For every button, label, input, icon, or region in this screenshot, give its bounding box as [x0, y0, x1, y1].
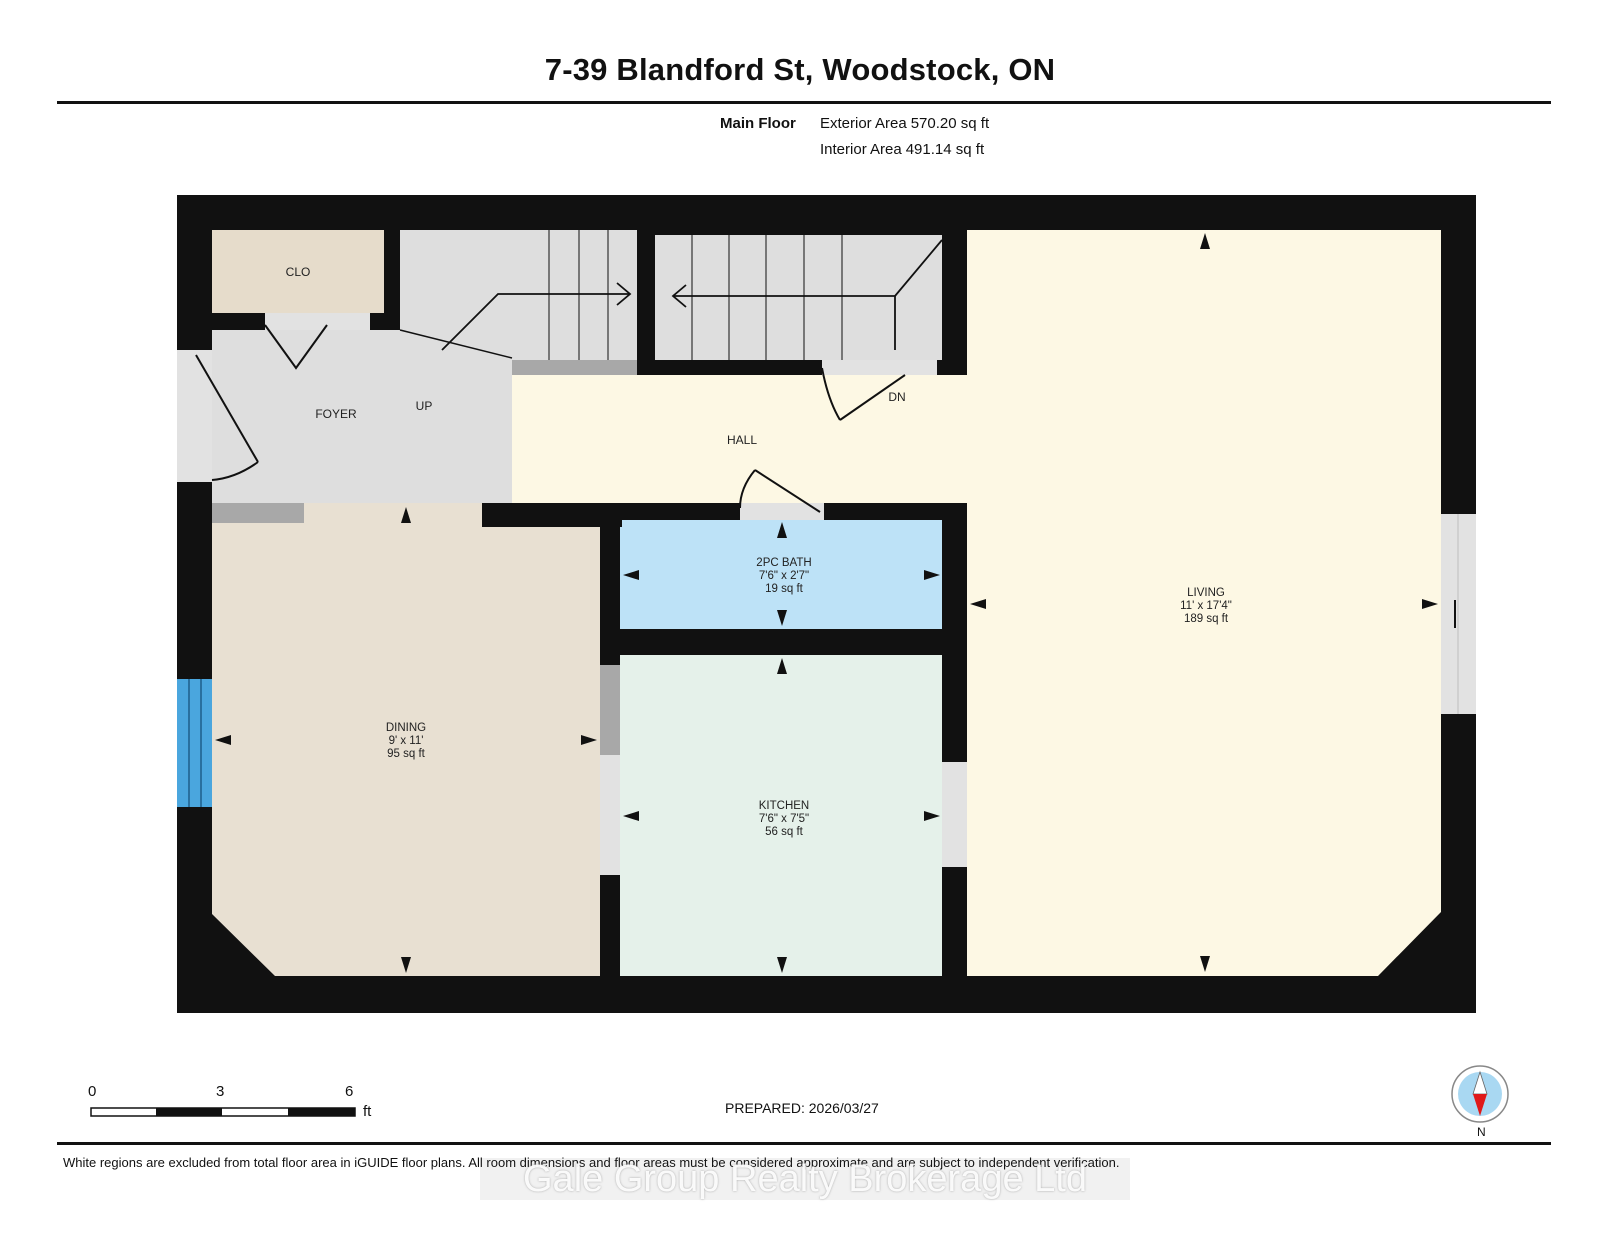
- wall-clo-right: [384, 230, 400, 330]
- entry-door-opening: [177, 350, 212, 482]
- up-label: UP: [416, 399, 433, 413]
- clo-door-swing: [264, 324, 328, 370]
- wall-bath-kitchen: [620, 629, 942, 655]
- bath-area: 19 sq ft: [765, 583, 804, 595]
- room-dining: [212, 503, 600, 976]
- wall-dining-top: [482, 503, 622, 527]
- clo-label: CLO: [286, 265, 311, 279]
- dining-kitchen-rail: [600, 665, 620, 755]
- watermark: Gale Group Realty Brokerage Ltd: [480, 1158, 1130, 1200]
- hall-label: HALL: [727, 433, 757, 447]
- bath-name: 2PC BATH: [756, 557, 811, 569]
- foyer-label: FOYER: [315, 407, 357, 421]
- stair-edge-line: [399, 329, 513, 359]
- dining-area: 95 sq ft: [387, 748, 426, 760]
- bath-door-opening: [740, 503, 824, 520]
- kitchen-name: KITCHEN: [759, 800, 809, 812]
- kitchen-living-opening: [942, 762, 967, 867]
- stair-rail-up: [512, 360, 637, 375]
- foyer-rail: [212, 503, 304, 523]
- stairs-down-area: [655, 235, 942, 360]
- scale-bar: [90, 1107, 356, 1117]
- scale-tick-3: 3: [216, 1083, 225, 1100]
- room-foyer: [212, 230, 637, 503]
- clo-door-opening: [265, 313, 370, 330]
- plan-title: 7-39 Blandford St, Woodstock, ON: [544, 52, 1056, 87]
- dining-kitchen-opening: [600, 755, 620, 875]
- wall-stairs-right: [942, 230, 967, 375]
- scale-unit: ft: [363, 1103, 372, 1120]
- entry-door-arc: [211, 461, 259, 481]
- dining-dims: 9' x 11': [389, 735, 424, 747]
- dimension-arrows: [215, 233, 1438, 973]
- header-rule: [57, 101, 1551, 104]
- prepared-date: PREPARED: 2026/03/27: [725, 1100, 879, 1116]
- stair-door-opening: [822, 360, 937, 375]
- wall-bath-top: [824, 503, 967, 520]
- kitchen-area: 56 sq ft: [765, 826, 804, 838]
- stairs-up-arrow: [441, 282, 632, 351]
- compass-icon: [1451, 1065, 1509, 1123]
- living-name: LIVING: [1187, 587, 1225, 599]
- bath-door-leaf: [754, 469, 821, 513]
- scale-tick-0: 0: [88, 1083, 97, 1100]
- wall-living-left: [942, 503, 967, 976]
- interior-area-value: 491.14 sq ft: [905, 141, 985, 158]
- dining-window: [177, 679, 212, 807]
- stairs-up: [548, 230, 609, 360]
- stair-door-leaf: [839, 374, 906, 421]
- entry-door-leaf: [195, 354, 259, 463]
- kitchen-dims: 7'6" x 7'5": [759, 813, 809, 825]
- stairs-down: [691, 235, 843, 360]
- living-corner-wall: [1378, 912, 1441, 976]
- living-dims: 11' x 17'4": [1180, 600, 1232, 612]
- dn-label: DN: [888, 390, 905, 404]
- exterior-area-label: Exterior Area: [820, 115, 907, 132]
- dining-name: DINING: [386, 722, 426, 734]
- bath-door-arc: [739, 469, 756, 509]
- room-clo: [212, 230, 384, 313]
- disclaimer: White regions are excluded from total fl…: [63, 1155, 1120, 1170]
- exterior-area-value: 570.20 sq ft: [910, 115, 990, 132]
- living-area: 189 sq ft: [1184, 613, 1229, 625]
- interior-area-label: Interior Area: [820, 141, 902, 158]
- stair-door-arc: [821, 367, 841, 421]
- scale-tick-6: 6: [345, 1083, 354, 1100]
- bath-dims: 7'6" x 2'7": [759, 570, 809, 582]
- footer-rule: [57, 1142, 1551, 1145]
- stairs-down-arrow: [671, 239, 943, 350]
- floor-name: Main Floor: [720, 115, 796, 132]
- wall-stairs-divider: [637, 230, 655, 375]
- compass-north-label: N: [1477, 1125, 1486, 1139]
- room-kitchen: [620, 655, 942, 976]
- door-swings: [195, 324, 906, 513]
